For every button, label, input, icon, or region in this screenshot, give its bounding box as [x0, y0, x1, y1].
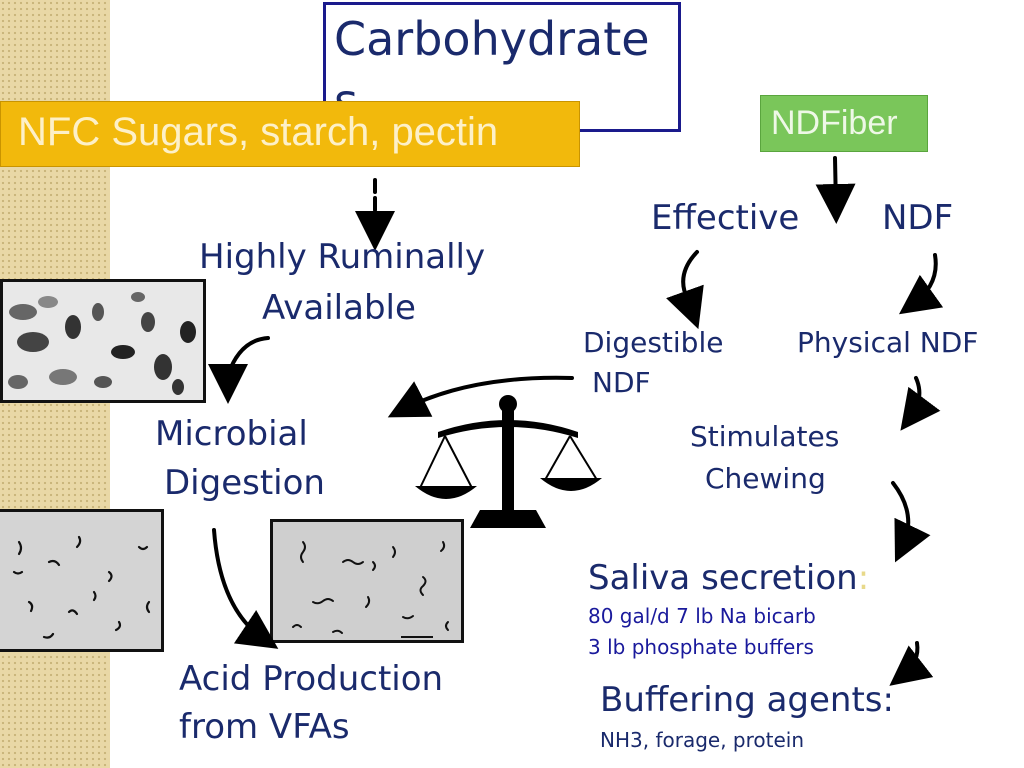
stimulates-text: Stimulates	[690, 420, 840, 453]
buffering-agents-text: Buffering agents:	[600, 680, 894, 720]
from-vfas-text: from VFAs	[179, 707, 350, 747]
bacteria-micrograph-right	[270, 519, 464, 643]
saliva-colon: :	[857, 558, 870, 598]
bacteria-micrograph-left	[0, 509, 164, 652]
bacteria-drawing-right	[273, 522, 461, 640]
saliva-detail-1: 80 gal/d 7 lb Na bicarb	[588, 604, 816, 628]
acid-production-text: Acid Production	[179, 659, 444, 699]
physical-ndf-text: Physical NDF	[797, 326, 979, 359]
digestion-text: Digestion	[164, 463, 325, 503]
ndfiber-box	[760, 95, 928, 152]
ndfiber-label: NDFiber	[771, 104, 898, 142]
ndf-text: NDF	[882, 198, 954, 238]
saliva-detail-2: 3 lb phosphate buffers	[588, 635, 814, 659]
balance-scale-icon	[415, 395, 602, 528]
nfc-label: NFC Sugars, starch, pectin	[18, 110, 499, 154]
protozoa-drawing	[3, 282, 203, 400]
protozoa-micrograph	[0, 279, 206, 403]
saliva-secretion-label: Saliva secretion	[588, 558, 858, 598]
digestible-text: Digestible	[583, 326, 724, 359]
chewing-text: Chewing	[705, 462, 826, 495]
digestible-ndf-text: NDF	[592, 366, 651, 399]
saliva-secretion-text: Saliva secretion:	[588, 558, 869, 598]
bacteria-drawing-left	[0, 512, 161, 649]
microbial-text: Microbial	[155, 414, 308, 454]
highly-ruminally-text: Highly Ruminally	[199, 237, 486, 277]
buffering-detail-text: NH3, forage, protein	[600, 728, 805, 752]
nfc-banner	[0, 101, 580, 167]
available-text: Available	[262, 288, 416, 328]
effective-text: Effective	[651, 198, 800, 238]
